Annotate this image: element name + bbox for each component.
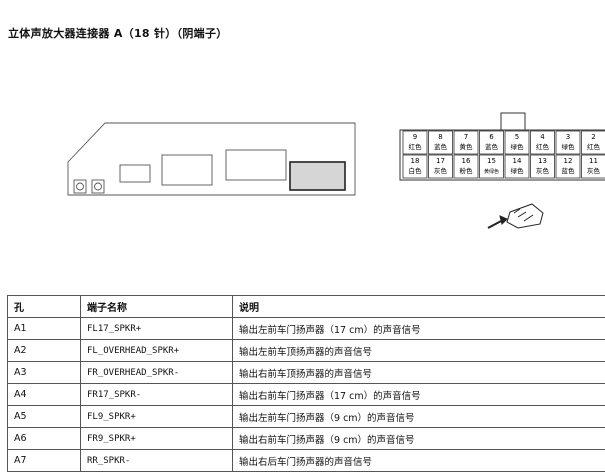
header-hole: 孔 bbox=[8, 296, 81, 318]
pin-number: 12 bbox=[564, 157, 573, 165]
connector-pin-6: 6蓝色 bbox=[480, 131, 504, 154]
cell-terminal: FL9_SPKR+ bbox=[81, 406, 233, 428]
cell-hole: A6 bbox=[8, 428, 81, 450]
table-header-row: 孔 端子名称 说明 bbox=[8, 296, 605, 318]
amplifier-jack-2 bbox=[92, 180, 104, 193]
pin-table: 孔 端子名称 说明 A1 FL17_SPKR+ 输出左前车门扬声器（17 cm）… bbox=[7, 295, 605, 472]
amplifier-port-1 bbox=[120, 165, 150, 182]
connector-pin-9: 9红色 bbox=[403, 131, 427, 154]
pin-wire-color: 白色 bbox=[409, 166, 423, 175]
table-row: A5 FL9_SPKR+ 输出左前车门扬声器（9 cm）的声音信号 bbox=[8, 406, 605, 428]
connector-pin-8: 8蓝色 bbox=[429, 131, 453, 154]
pin-wire-color: 灰色 bbox=[536, 166, 550, 175]
cell-hole: A3 bbox=[8, 362, 81, 384]
pin-number: 9 bbox=[413, 133, 417, 141]
pin-number: 11 bbox=[589, 157, 598, 165]
cell-description: 输出右前车顶扬声器的声音信号 bbox=[233, 362, 605, 384]
pin-wire-color: 蓝色 bbox=[434, 142, 448, 151]
pin-wire-color: 黄绿色 bbox=[484, 168, 499, 175]
pin-number: 6 bbox=[489, 133, 494, 141]
cell-terminal: FR9_SPKR+ bbox=[81, 428, 233, 450]
pin-number: 15 bbox=[487, 157, 496, 165]
cell-hole: A2 bbox=[8, 340, 81, 362]
connector-pin-3: 3绿色 bbox=[556, 131, 580, 154]
pin-number: 18 bbox=[411, 157, 420, 165]
connector-pin-7: 7黄色 bbox=[454, 131, 478, 154]
cell-description: 输出左前车顶扬声器的声音信号 bbox=[233, 340, 605, 362]
table-row: A2 FL_OVERHEAD_SPKR+ 输出左前车顶扬声器的声音信号 bbox=[8, 340, 605, 362]
pin-wire-color: 红色 bbox=[587, 142, 601, 151]
table-row: A4 FR17_SPKR- 输出右前车门扬声器（17 cm）的声音信号 bbox=[8, 384, 605, 406]
pin-number: 16 bbox=[462, 157, 471, 165]
pin-wire-color: 红色 bbox=[536, 142, 550, 151]
cell-terminal: FR17_SPKR- bbox=[81, 384, 233, 406]
cell-description: 输出左前车门扬声器（17 cm）的声音信号 bbox=[233, 318, 605, 340]
connector-pin-4: 4红色 bbox=[531, 131, 555, 154]
cell-terminal: FL_OVERHEAD_SPKR+ bbox=[81, 340, 233, 362]
pin-wire-color: 蓝色 bbox=[562, 166, 576, 175]
pin-number: 7 bbox=[464, 133, 468, 141]
table-row: A1 FL17_SPKR+ 输出左前车门扬声器（17 cm）的声音信号 bbox=[8, 318, 605, 340]
pin-wire-color: 红色 bbox=[409, 142, 423, 151]
cell-description: 输出右前车门扬声器（9 cm）的声音信号 bbox=[233, 428, 605, 450]
connector-face: 9红色8蓝色7黄色6蓝色5绿色4红色3绿色2红色118白色17灰色16粉色15黄… bbox=[400, 113, 605, 180]
amplifier-jack-1 bbox=[74, 180, 86, 193]
cell-terminal: FR_OVERHEAD_SPKR- bbox=[81, 362, 233, 384]
cell-hole: A4 bbox=[8, 384, 81, 406]
pin-number: 5 bbox=[515, 133, 519, 141]
table-row: A3 FR_OVERHEAD_SPKR- 输出右前车顶扬声器的声音信号 bbox=[8, 362, 605, 384]
cell-description: 输出右后车门扬声器的声音信号 bbox=[233, 450, 605, 472]
pin-wire-color: 绿色 bbox=[562, 142, 576, 151]
amplifier-outline bbox=[68, 123, 355, 195]
pin-wire-color: 黄色 bbox=[460, 142, 474, 151]
connector-pin-5: 5绿色 bbox=[505, 131, 529, 154]
connector-pin-2: 2红色 bbox=[582, 131, 605, 154]
amplifier-port-2 bbox=[162, 155, 212, 185]
cell-terminal: FL17_SPKR+ bbox=[81, 318, 233, 340]
connector-a-highlight bbox=[290, 162, 345, 190]
table-row: A7 RR_SPKR- 输出右后车门扬声器的声音信号 bbox=[8, 450, 605, 472]
connector-pin-15: 15 黄绿色 bbox=[480, 155, 504, 178]
cell-hole: A5 bbox=[8, 406, 81, 428]
hand-pointer-icon bbox=[488, 204, 543, 228]
pin-number: 17 bbox=[436, 157, 445, 165]
pin-wire-color: 灰色 bbox=[434, 166, 448, 175]
amplifier-port-3 bbox=[226, 150, 286, 180]
pin-wire-color: 粉色 bbox=[460, 166, 474, 175]
connector-latch bbox=[501, 113, 525, 130]
pin-number: 8 bbox=[438, 133, 442, 141]
pin-wire-color: 灰色 bbox=[587, 166, 601, 175]
pin-number: 3 bbox=[566, 133, 570, 141]
connector-diagram: 9红色8蓝色7黄色6蓝色5绿色4红色3绿色2红色118白色17灰色16粉色15黄… bbox=[0, 0, 605, 295]
cell-hole: A1 bbox=[8, 318, 81, 340]
pin-number: 14 bbox=[513, 157, 522, 165]
cell-description: 输出右前车门扬声器（17 cm）的声音信号 bbox=[233, 384, 605, 406]
pin-number: 2 bbox=[591, 133, 595, 141]
pin-number: 13 bbox=[538, 157, 547, 165]
cell-hole: A7 bbox=[8, 450, 81, 472]
pin-wire-color: 绿色 bbox=[511, 142, 525, 151]
table-row: A6 FR9_SPKR+ 输出右前车门扬声器（9 cm）的声音信号 bbox=[8, 428, 605, 450]
pin-number: 4 bbox=[540, 133, 545, 141]
header-terminal-name: 端子名称 bbox=[81, 296, 233, 318]
cell-description: 输出左前车门扬声器（9 cm）的声音信号 bbox=[233, 406, 605, 428]
pin-wire-color: 蓝色 bbox=[485, 142, 499, 151]
pin-wire-color: 绿色 bbox=[511, 166, 525, 175]
cell-terminal: RR_SPKR- bbox=[81, 450, 233, 472]
header-description: 说明 bbox=[233, 296, 605, 318]
